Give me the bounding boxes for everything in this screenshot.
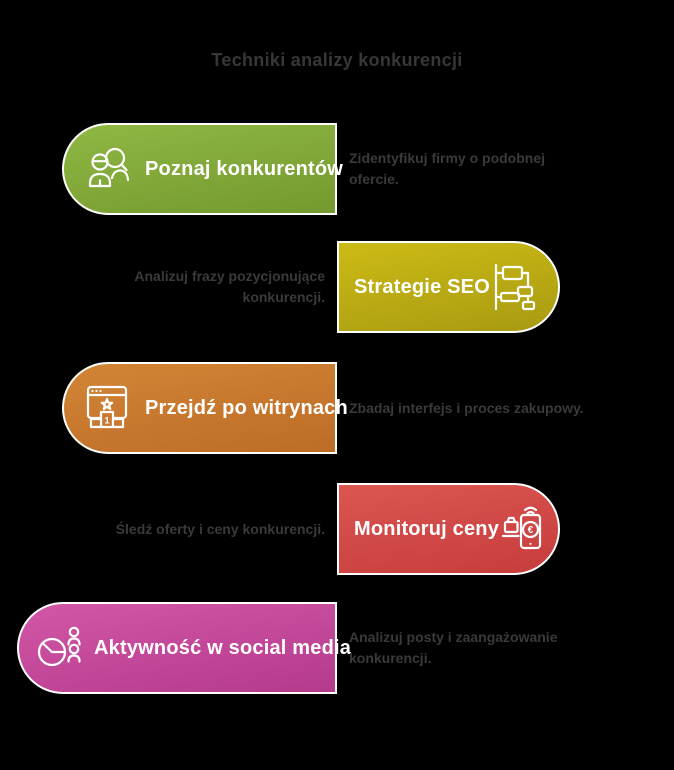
step-pill-poznaj-konkurentow: Poznaj konkurentów: [62, 123, 343, 215]
step-label: Strategie SEO: [354, 275, 490, 298]
step-description: Analizuj posty i zaangażowanie konkurenc…: [349, 629, 558, 666]
step-description: Analizuj frazy pozycjonujące konkurencji…: [134, 268, 325, 305]
browser-ranking-icon: 1: [85, 384, 133, 432]
phone-price-icon: €: [499, 505, 547, 553]
step-label: Poznaj konkurentów: [145, 157, 344, 180]
step-pill-strategie-seo: Strategie SEO: [337, 241, 560, 333]
step-pill-monitoruj-ceny: Monitoruj ceny €: [337, 483, 560, 575]
step-description: Śledź oferty i ceny konkurencji.: [115, 520, 325, 537]
step-description: Zidentyfikuj firmy o podobnej ofercie.: [349, 150, 545, 187]
step-label: Aktywność w social media: [94, 636, 352, 659]
sitemap-icon: [490, 263, 538, 311]
pie-chart-people-icon: [36, 624, 84, 672]
step-label: Przejdź po witrynach: [145, 396, 348, 419]
step-label: Monitoruj ceny: [354, 517, 500, 540]
step-description: Zbadaj interfejs i proces zakupowy.: [349, 399, 584, 416]
step-pill-przejdz-po-witrynach: 1 Przejdź po witrynach: [62, 362, 348, 454]
step-pill-aktywnosc-w-social-media: Aktywność w social media: [17, 602, 351, 694]
svg-text:€: €: [528, 525, 534, 536]
people-search-icon: [85, 145, 133, 193]
svg-text:1: 1: [104, 416, 109, 426]
page-title: Techniki analizy konkurencji: [211, 50, 463, 70]
